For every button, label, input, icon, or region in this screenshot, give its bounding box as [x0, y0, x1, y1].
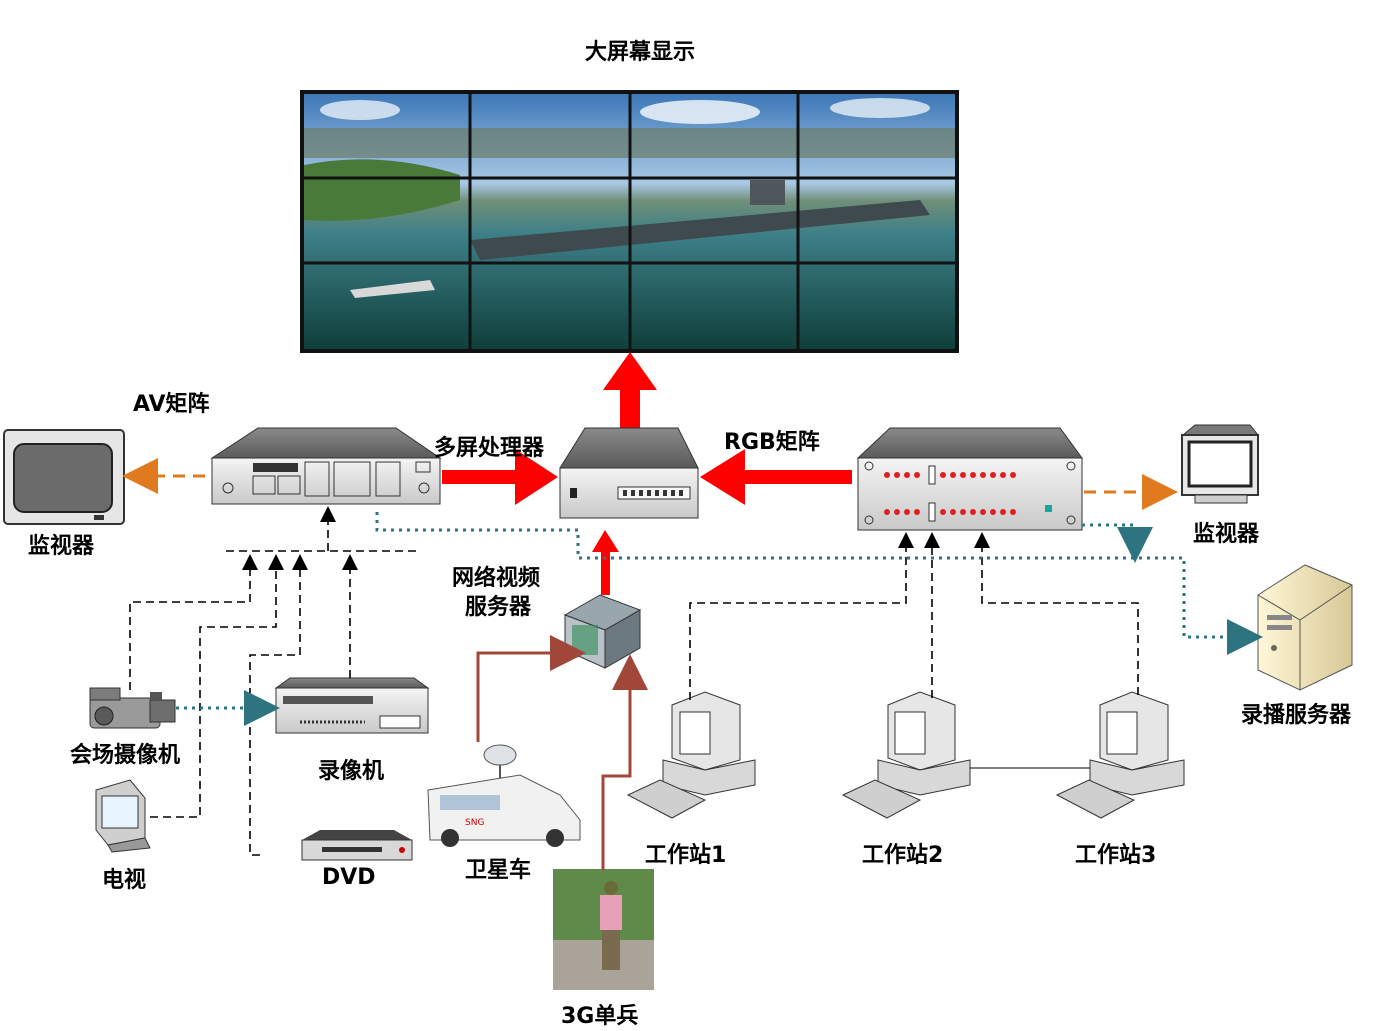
network-video-server-label-2: 服务器	[465, 595, 532, 620]
monitor-right-label: 监视器	[1193, 522, 1260, 547]
orange-dashed-lines	[122, 458, 1178, 510]
soldier-3g-photo	[553, 869, 654, 990]
multi-screen-processor-label: 多屏处理器	[434, 436, 545, 461]
network-video-server-label-1: 网络视频	[452, 566, 541, 591]
soldier-3g-label: 3G单兵	[561, 1004, 639, 1029]
vcr-device	[274, 677, 430, 734]
workstation-3-device	[1055, 691, 1185, 819]
satellite-van-label: 卫星车	[465, 858, 532, 883]
camera-label: 会场摄像机	[70, 743, 181, 768]
brown-lines	[476, 635, 648, 870]
red-arrows	[442, 352, 852, 595]
network-video-server-device	[563, 594, 642, 669]
recording-server-label: 录播服务器	[1241, 703, 1352, 728]
dvd-device	[301, 830, 413, 861]
recording-server-device	[1257, 564, 1353, 691]
workstation-1-label: 工作站1	[645, 843, 727, 868]
tv-label: 电视	[102, 868, 147, 893]
rgb-input-lines	[689, 532, 1139, 700]
av-input-lines	[129, 506, 420, 856]
av-matrix-device	[210, 427, 442, 505]
video-wall	[300, 90, 959, 353]
multi-screen-processor-device	[559, 427, 699, 519]
workstation-1-device	[626, 691, 756, 819]
monitor-left-label: 监视器	[28, 534, 95, 559]
camera-device	[89, 687, 176, 729]
monitor-right-device	[1181, 424, 1260, 504]
rgb-matrix-label: RGB矩阵	[724, 430, 820, 455]
big-screen-label: 大屏幕显示	[585, 40, 696, 65]
satellite-van-device: SNG	[427, 744, 581, 847]
teal-dotted-lines	[176, 512, 1263, 726]
vcr-label: 录像机	[318, 759, 385, 784]
rgb-matrix-device	[856, 427, 1083, 531]
dvd-label: DVD	[322, 865, 376, 890]
av-matrix-label: AV矩阵	[133, 392, 210, 417]
monitor-left-device	[3, 429, 125, 525]
workstation-2-device	[841, 691, 971, 819]
workstation-2-label: 工作站2	[862, 843, 944, 868]
workstation-3-label: 工作站3	[1075, 843, 1157, 868]
van-body-text: SNG	[465, 818, 484, 828]
tv-device	[95, 779, 151, 853]
